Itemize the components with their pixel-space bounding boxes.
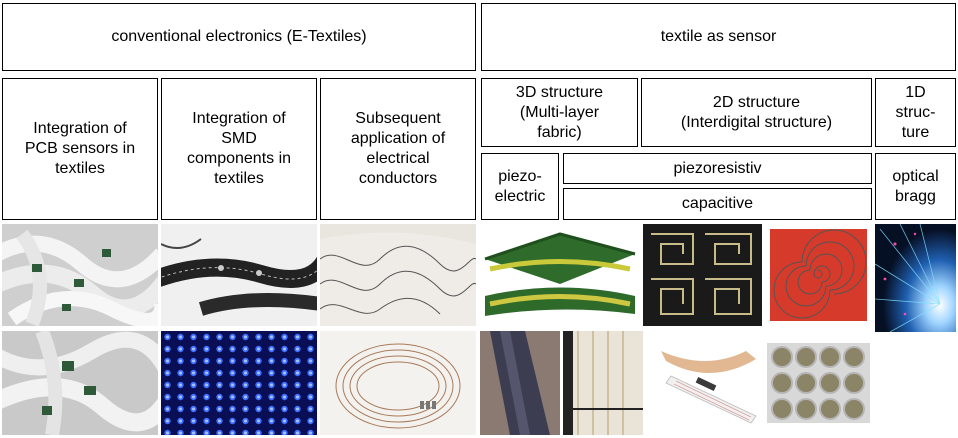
category-piezoresistive-label: piezoresistiv <box>673 159 762 177</box>
photo-flexible-sensor-strip <box>646 331 764 435</box>
category-1d-label: 1D struc- ture <box>895 83 936 141</box>
photo-3d-multilayer-fabric <box>480 224 640 326</box>
photo-conductor-fabric <box>320 224 476 326</box>
header-conventional-label: conventional electronics (E-Textiles) <box>111 28 367 45</box>
photo-smd-black-tape <box>161 224 317 326</box>
category-optical-label: optical bragg <box>892 167 939 205</box>
category-optical-bragg: optical bragg <box>875 153 956 220</box>
category-2d-structure: 2D structure (Interdigital structure) <box>641 78 872 147</box>
photo-blue-led-matrix <box>161 331 317 435</box>
header-conventional-electronics: conventional electronics (E-Textiles) <box>2 3 476 71</box>
photo-pcb-sensor-straps <box>2 224 158 326</box>
category-1d-structure: 1D struc- ture <box>875 78 956 147</box>
category-piezoresistive: piezoresistiv <box>563 153 872 184</box>
category-pcb-label: Integration of PCB sensors in textiles <box>24 120 136 177</box>
category-3d-label: 3D structure (Multi-layer fabric) <box>515 83 604 141</box>
category-capacitive: capacitive <box>563 188 872 220</box>
category-piezoelectric: piezo- electric <box>481 153 559 220</box>
category-subsequent-conductors: Subsequent application of electrical con… <box>320 78 476 220</box>
category-capacitive-label: capacitive <box>681 195 754 212</box>
category-pcb-sensors: Integration of PCB sensors in textiles <box>2 78 158 220</box>
photo-sample-discs <box>767 343 870 423</box>
header-textile-as-sensor: textile as sensor <box>481 3 956 71</box>
category-smd-components: Integration of SMD components in textile… <box>161 78 317 220</box>
photo-interdigital-pattern <box>643 224 762 326</box>
photo-optical-fibers <box>875 224 956 332</box>
header-textile-label: textile as sensor <box>660 28 777 45</box>
photo-striped-textile <box>563 331 643 435</box>
photo-piezoelectric-fiber <box>480 331 560 435</box>
photo-coil-on-fabric <box>320 331 476 435</box>
category-2d-label: 2D structure (Interdigital structure) <box>680 93 833 131</box>
category-3d-structure: 3D structure (Multi-layer fabric) <box>481 78 638 147</box>
photo-pcb-sensor-closeup <box>2 331 158 435</box>
category-subsequent-label: Subsequent application of electrical con… <box>350 110 446 187</box>
category-smd-label: Integration of SMD components in textile… <box>186 110 292 187</box>
photo-spiral-sensor <box>765 224 872 326</box>
category-piezoelectric-label: piezo- electric <box>494 167 546 205</box>
